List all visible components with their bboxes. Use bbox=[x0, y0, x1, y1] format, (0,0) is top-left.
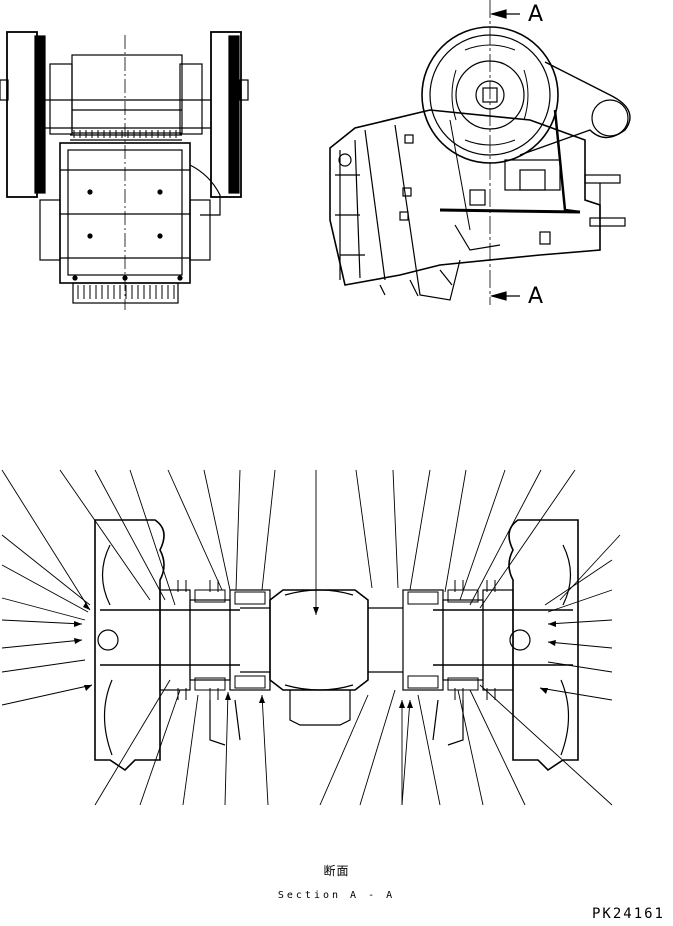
section-caption-japanese: 断面 bbox=[323, 864, 350, 878]
left-flywheel bbox=[6, 31, 38, 198]
right-flywheel bbox=[210, 31, 242, 198]
left-housing bbox=[94, 519, 165, 772]
section-marker-top: A bbox=[528, 2, 544, 27]
section-caption-english: Section A - A bbox=[277, 890, 396, 901]
side-frame bbox=[329, 109, 601, 286]
side-view bbox=[329, 0, 631, 305]
section-marker-bottom: A bbox=[528, 284, 544, 309]
part-code: PK24161 bbox=[591, 906, 665, 922]
front-view bbox=[0, 31, 249, 310]
eccentric-center bbox=[269, 589, 369, 691]
section-view bbox=[1, 469, 621, 806]
